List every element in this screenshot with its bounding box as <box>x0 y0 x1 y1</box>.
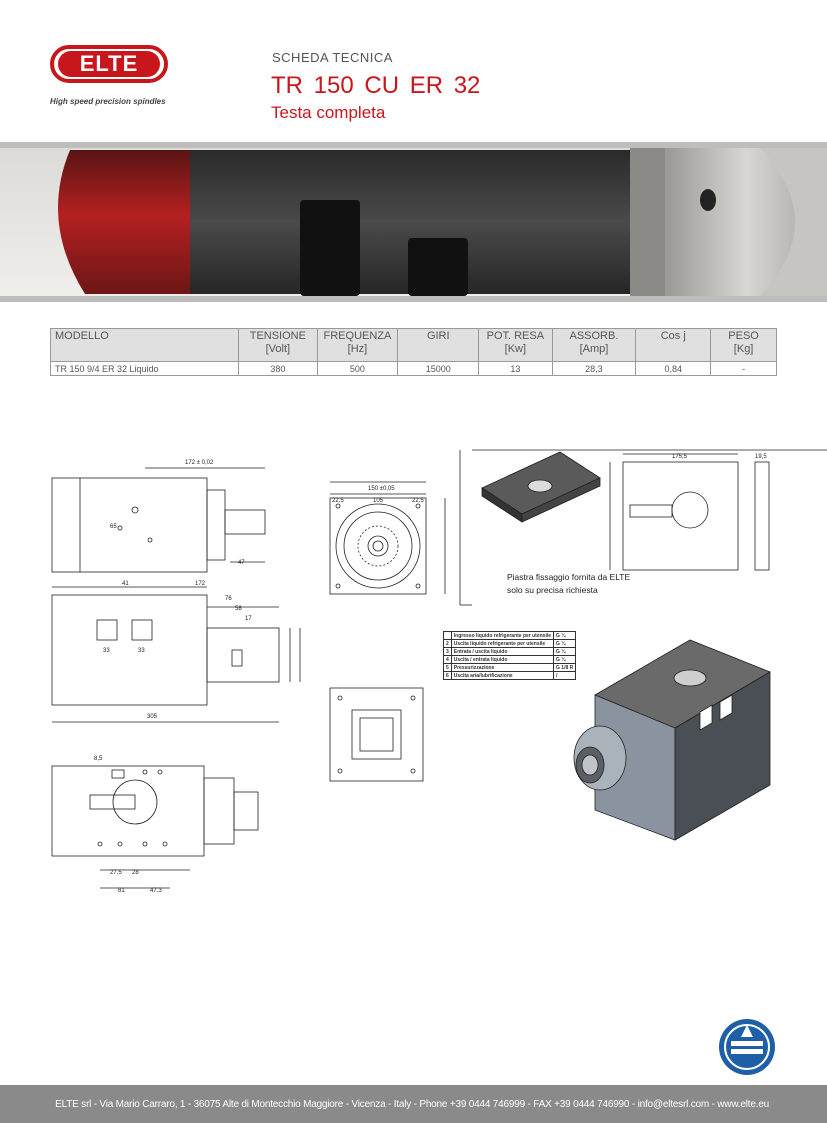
dim-label: 41 <box>122 581 129 587</box>
cell-assorb: 28,3 <box>551 361 637 376</box>
legend-num: 3 <box>443 647 452 656</box>
legend-num: 6 <box>443 671 452 680</box>
product-title: TR 150 CU ER 32 <box>271 72 481 99</box>
dim-label: 47 <box>238 560 245 566</box>
dim-label: 150 ±0,05 <box>368 486 395 492</box>
dim-label: 305 <box>147 714 158 720</box>
dim-label: 22,5 <box>412 498 424 504</box>
mounting-plate-drawing <box>609 453 770 571</box>
dim-label: 19,5 <box>755 454 767 460</box>
cell-tensione: 380 <box>238 361 318 376</box>
legend-num: 2 <box>443 639 452 648</box>
bottom-view-drawing <box>51 765 259 889</box>
rear-plate-drawing <box>329 687 424 782</box>
legend-thread: G ¼ <box>553 647 577 656</box>
footer-contact: ELTE srl - Via Mario Carraro, 1 - 36075 … <box>55 1098 769 1110</box>
col-assorb: ASSORB.[Amp] <box>551 328 637 362</box>
legend-desc: Uscita / entrata liquido <box>450 655 555 664</box>
dim-label: 17 <box>245 616 252 622</box>
front-view-drawing <box>329 481 446 595</box>
table-row: Ingresso liquido refrigerante per utensi… <box>443 631 577 640</box>
dim-label: 8,5 <box>94 756 103 762</box>
legend-desc: Uscita liquido refrigerante per utensile <box>450 639 555 648</box>
dim-label: 47,3 <box>150 888 162 894</box>
legend-thread: G 1/8 R <box>553 663 577 672</box>
page-footer: ELTE srl - Via Mario Carraro, 1 - 36075 … <box>0 1085 827 1123</box>
cell-pot-resa: 13 <box>478 361 553 376</box>
dim-label: 172 ± 0,02 <box>185 460 214 466</box>
legend-thread: G ¼ <box>553 631 577 640</box>
legend-num <box>443 631 452 640</box>
plate-note-line-2: solo su precisa richiesta <box>507 585 598 595</box>
dim-label: 172 <box>195 581 206 587</box>
dim-label: 81 <box>118 888 125 894</box>
cell-frequenza: 500 <box>316 361 399 376</box>
spec-table-header-row: MODELLO TENSIONE[Volt] FREQUENZA[Hz] GIR… <box>49 328 777 362</box>
legend-thread: G ¼ <box>553 639 577 648</box>
top-view-drawing <box>51 467 266 573</box>
dim-label: 65 <box>110 524 117 530</box>
side-view-drawing <box>51 586 301 723</box>
col-giri: GIRI <box>397 328 480 362</box>
dim-label: 58 <box>235 606 242 612</box>
mounting-plate-3d <box>481 451 601 523</box>
dimension-labels: 172 ± 0,02 150 ±0,05 105 22,5 22,5 41 17… <box>94 454 767 894</box>
legend-desc: Entrata / uscita liquido <box>450 647 555 656</box>
technical-drawings: 172 ± 0,02 150 ±0,05 105 22,5 22,5 41 17… <box>51 449 827 894</box>
col-tensione: TENSIONE[Volt] <box>238 328 318 362</box>
col-frequenza: FREQUENZA[Hz] <box>316 328 399 362</box>
dim-label: 175,5 <box>672 454 688 460</box>
legend-num: 4 <box>443 655 452 664</box>
cell-giri: 15000 <box>397 361 480 376</box>
dim-label: 27,5 <box>110 870 122 876</box>
cell-modello: TR 150 9/4 ER 32 Liquido <box>49 361 240 376</box>
logo-oval: ELTE <box>50 45 168 83</box>
dim-label: 28 <box>132 870 139 876</box>
legend-thread: / <box>553 671 577 680</box>
col-modello: MODELLO <box>49 328 240 362</box>
spec-table: MODELLO TENSIONE[Volt] FREQUENZA[Hz] GIR… <box>49 328 777 376</box>
brand-logo: ELTE High speed precision spindles <box>50 45 180 106</box>
hero-spindle-photo <box>0 142 827 302</box>
dim-label: 22,5 <box>332 498 344 504</box>
complete-head-3d <box>573 639 771 841</box>
brand-tagline: High speed precision spindles <box>50 97 166 106</box>
col-cos: Cos j <box>635 328 712 362</box>
plate-note-line-1: Piastra fissaggio fornita da ELTE <box>507 572 630 582</box>
legend-desc: Pressurizzazione <box>450 663 555 672</box>
connections-legend: Ingresso liquido refrigerante per utensi… <box>443 631 577 680</box>
legend-num: 5 <box>443 663 452 672</box>
table-row: TR 150 9/4 ER 32 Liquido 380 500 15000 1… <box>49 361 777 376</box>
dim-label: 76 <box>225 596 232 602</box>
product-subtitle: Testa completa <box>271 103 386 122</box>
col-peso: PESO[Kg] <box>710 328 777 362</box>
logo-text: ELTE <box>58 51 160 77</box>
legend-thread: G ¼ <box>553 655 577 664</box>
cell-peso: - <box>710 361 777 376</box>
cell-cos: 0,84 <box>635 361 712 376</box>
document-type: SCHEDA TECNICA <box>272 50 393 65</box>
legend-desc: Ingresso liquido refrigerante per utensi… <box>450 631 555 640</box>
dim-label: 33 <box>103 648 110 654</box>
plate-note: Piastra fissaggio fornita da ELTE solo s… <box>507 572 630 595</box>
dim-label: 105 <box>373 498 384 504</box>
certification-badge-icon <box>717 1017 777 1077</box>
dim-label: 33 <box>138 648 145 654</box>
col-pot-resa: POT. RESA[Kw] <box>478 328 553 362</box>
legend-desc: Uscita aria/lubrificazione <box>450 671 555 680</box>
